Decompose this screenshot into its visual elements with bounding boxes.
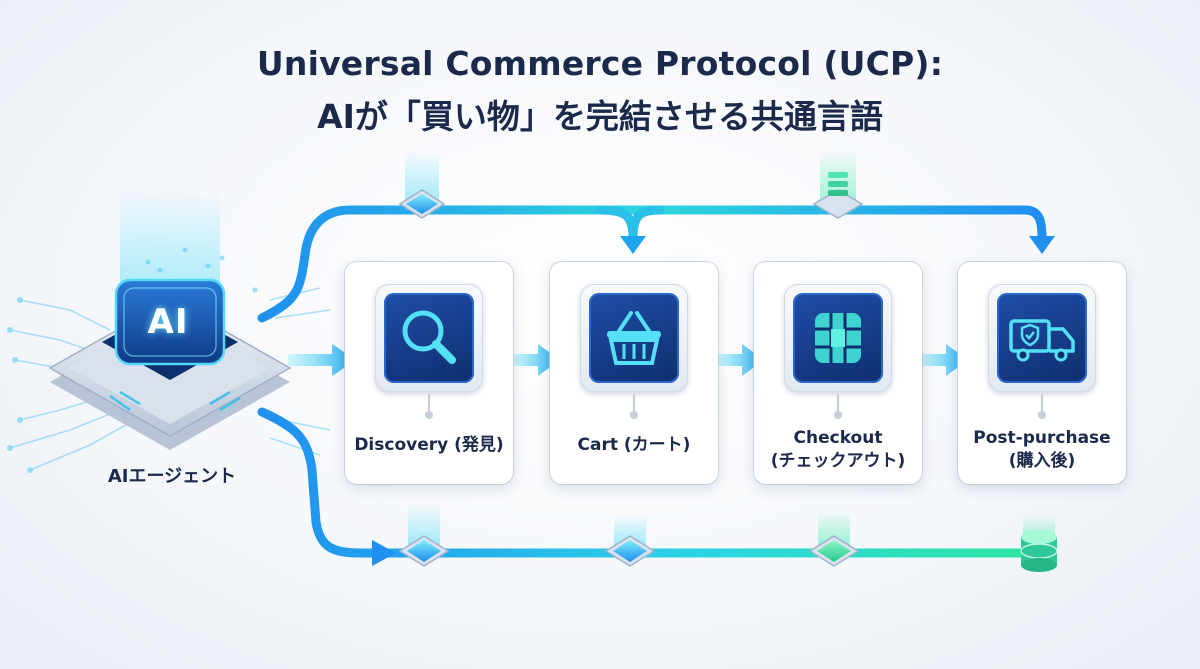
ai-agent-chip	[48, 278, 292, 450]
stage-label-discovery: Discovery (発見)	[354, 435, 504, 455]
stage-card-cart: Cart (カート)	[550, 262, 718, 484]
arrow-discovery-cart	[510, 344, 560, 376]
ai-agent-label: AIエージェント	[107, 466, 237, 487]
stage-label-post-purchase: Post-purchase (購入後)	[958, 427, 1126, 473]
bottom-node-1	[398, 505, 450, 567]
page-title-line2: AIが「買い物」を完結させる共通言語	[317, 97, 883, 136]
agent-to-discovery-arrow	[288, 344, 356, 376]
stage-label-checkout-line2: (チェックアウト)	[770, 451, 906, 471]
arrow-cart-checkout	[714, 344, 764, 376]
bottom-flow-line	[257, 407, 1045, 558]
stage-label-post-purchase-line1: Post-purchase	[973, 428, 1111, 448]
bottom-node-2	[604, 515, 656, 567]
top-flow-line	[257, 205, 1047, 323]
stage-card-post-purchase: Post-purchase (購入後)	[958, 262, 1126, 484]
bottom-arrow	[372, 540, 396, 566]
search-icon	[384, 293, 474, 383]
top-node-data-stack	[812, 150, 864, 219]
ai-chip-label: AI	[147, 302, 189, 342]
top-arrow-cart	[620, 236, 646, 254]
top-node-left	[398, 150, 446, 219]
stage-label-cart: Cart (カート)	[577, 435, 691, 455]
delivery-truck-icon	[997, 293, 1087, 383]
page-title-line1: Universal Commerce Protocol (UCP):	[256, 44, 944, 83]
stage-label-post-purchase-line2: (購入後)	[1008, 451, 1076, 471]
stage-card-checkout: Checkout (チェックアウト)	[754, 262, 922, 484]
top-arrow-post-purchase	[1029, 236, 1055, 254]
shopping-basket-icon	[589, 293, 679, 383]
arrow-checkout-post-purchase	[918, 344, 968, 376]
bottom-node-3	[808, 510, 860, 567]
top-branch-to-cart	[595, 205, 638, 243]
bottom-node-database	[1020, 515, 1058, 572]
stage-label-checkout: Checkout (チェックアウト)	[754, 427, 922, 473]
payment-card-chip-icon	[793, 293, 883, 383]
top-branch-from-checkout	[628, 205, 665, 243]
stage-card-discovery: Discovery (発見)	[345, 262, 513, 484]
stage-label-checkout-line1: Checkout	[793, 428, 883, 448]
